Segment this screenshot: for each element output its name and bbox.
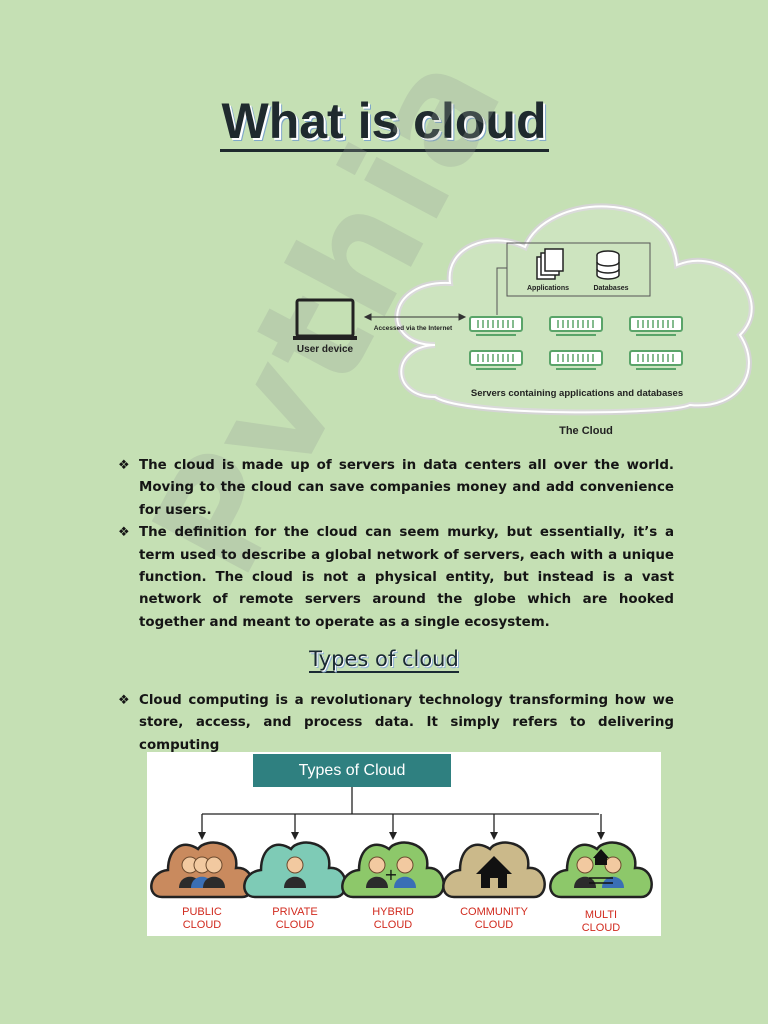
house-exchange-group-icon: [574, 849, 624, 888]
server-icon: [629, 350, 683, 370]
bullet-item: ❖The cloud is made up of servers in data…: [118, 455, 674, 522]
diamond-bullet-icon: ❖: [118, 458, 130, 473]
types-subtitle: Types of cloud: [309, 647, 459, 673]
bullet-item: ❖Cloud computing is a revolutionary tech…: [118, 690, 674, 757]
person-icon: [284, 856, 306, 888]
types-tree: +: [150, 787, 653, 899]
internet-link-label: Accessed via the Internet: [374, 325, 453, 332]
server-icon: [469, 316, 523, 336]
arrowhead: [490, 832, 498, 840]
person-plus-group-icon: +: [366, 856, 416, 888]
arrowhead: [291, 832, 299, 840]
applications-icon: [536, 248, 564, 280]
servers-label: Servers containing applications and data…: [471, 388, 683, 399]
applications-label: Applications: [527, 285, 569, 292]
cloud-caption: The Cloud: [559, 425, 613, 437]
arrowhead: [389, 832, 397, 840]
types-header: Types of Cloud: [253, 754, 451, 787]
bullet-item: ❖The definition for the cloud can seem m…: [118, 522, 674, 634]
internet-arrow-icon: [363, 313, 467, 321]
house-icon: [476, 856, 512, 888]
diamond-bullet-icon: ❖: [118, 525, 130, 541]
server-icon: [549, 316, 603, 336]
intro-bullet-list: ❖The cloud is made up of servers in data…: [118, 455, 674, 634]
arrowhead: [198, 832, 206, 840]
arrowhead: [597, 832, 605, 840]
people-group-icon: [179, 856, 225, 888]
server-grid: [469, 316, 683, 370]
databases-label: Databases: [593, 285, 628, 292]
databases-icon: [596, 250, 620, 280]
apps-databases-box: [506, 242, 651, 297]
diamond-bullet-icon: ❖: [118, 693, 130, 708]
cloud-architecture-figure: Applications Databases Servers containin…: [293, 203, 755, 437]
svg-text:+: +: [384, 865, 397, 884]
page-title: What is cloud: [0, 92, 768, 152]
user-device-label: User device: [297, 344, 354, 355]
server-icon: [549, 350, 603, 370]
server-icon: [469, 350, 523, 370]
laptop-icon: [293, 298, 357, 340]
server-icon: [629, 316, 683, 336]
types-bullet-list: ❖Cloud computing is a revolutionary tech…: [118, 690, 674, 757]
